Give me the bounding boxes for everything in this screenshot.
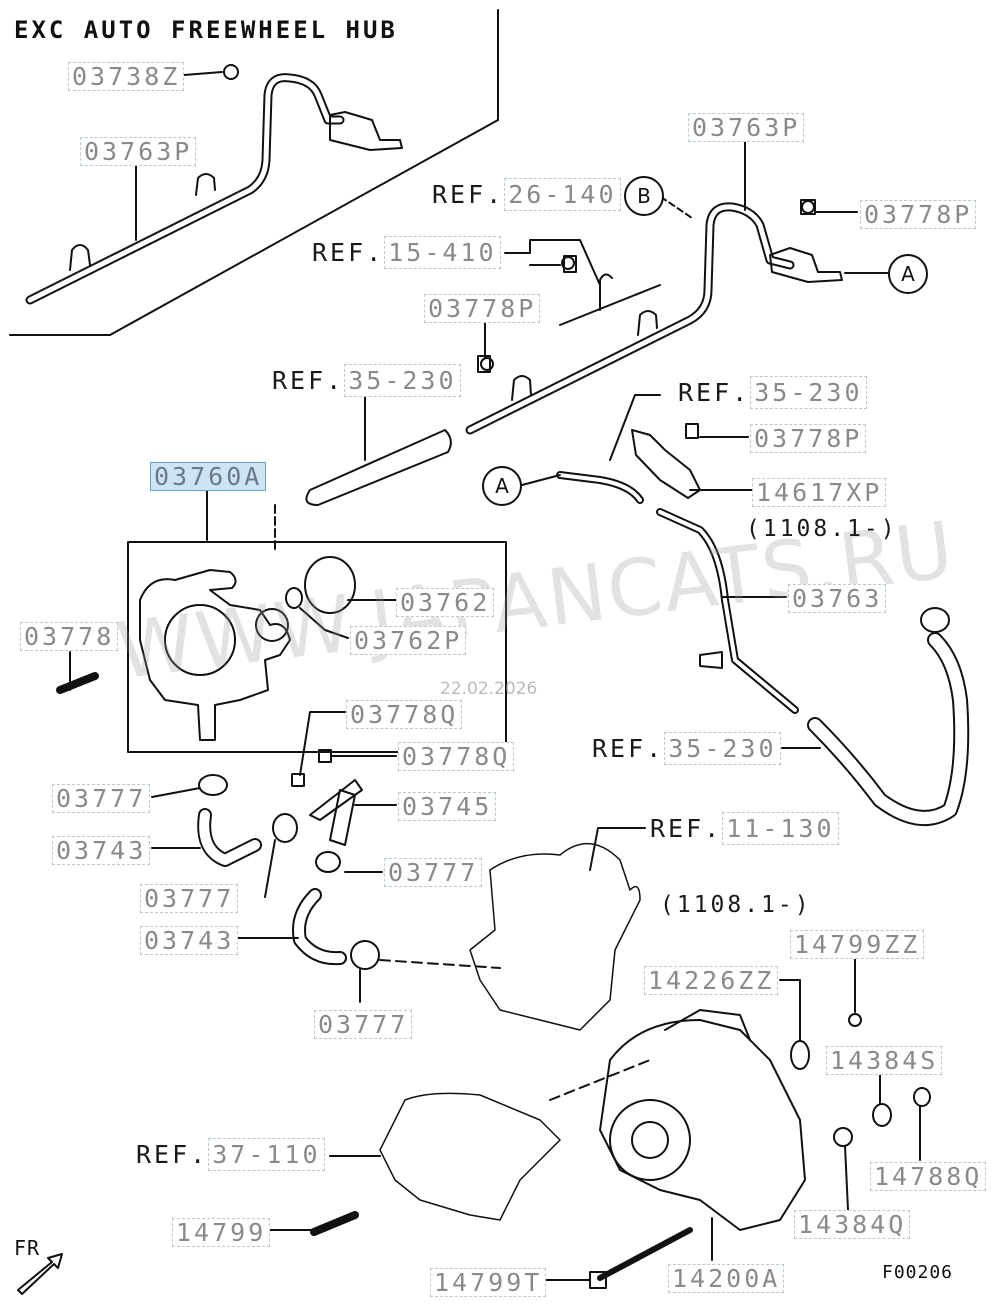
- part-03743-a[interactable]: 03743: [52, 836, 151, 865]
- part-14799[interactable]: 14799: [172, 1218, 271, 1247]
- marker-a-top: A: [888, 254, 928, 294]
- hoses-clamps: [197, 774, 501, 970]
- diagram-code: F00206: [882, 1262, 954, 1283]
- part-03778P-top[interactable]: 03778P: [860, 200, 977, 229]
- ref-number: 11-130: [722, 812, 839, 845]
- part-14384Q[interactable]: 14384Q: [794, 1210, 911, 1239]
- watermark-date: 22.02.2026: [440, 679, 538, 699]
- ref-prefix: REF.: [136, 1140, 209, 1169]
- ref-prefix: REF.: [432, 180, 505, 209]
- part-03778Q-upper[interactable]: 03778Q: [346, 700, 463, 729]
- bolts: [56, 199, 816, 1289]
- part-14799ZZ[interactable]: 14799ZZ: [790, 930, 925, 959]
- ref-37-110[interactable]: REF.37-110: [136, 1138, 325, 1171]
- leader-lines: [69, 71, 921, 1281]
- part-14799T[interactable]: 14799T: [430, 1268, 547, 1297]
- alternator: [599, 1009, 931, 1231]
- ref-number: 37-110: [208, 1138, 325, 1171]
- part-03738Z[interactable]: 03738Z: [68, 62, 185, 91]
- ref-35-230-hose[interactable]: REF.35-230: [272, 364, 461, 397]
- date-range-upper: (1108.1-): [746, 516, 898, 542]
- ref-35-230-pipe[interactable]: REF.35-230: [678, 376, 867, 409]
- main-vacuum-pipe: [465, 200, 843, 435]
- part-03762P[interactable]: 03762P: [350, 626, 467, 655]
- ref-11-130[interactable]: REF.11-130: [650, 812, 839, 845]
- ref-26-140[interactable]: REF.26-140: [432, 178, 621, 211]
- part-03745[interactable]: 03745: [398, 792, 497, 821]
- ref-number: 15-410: [384, 236, 501, 269]
- ref-15-410[interactable]: REF.15-410: [312, 236, 501, 269]
- marker-a-left: A: [482, 466, 522, 506]
- fr-arrow-icon: [17, 1253, 63, 1295]
- ref-number: 26-140: [504, 178, 621, 211]
- part-03760A[interactable]: 03760A: [150, 462, 267, 491]
- inset-vacuum-pipe: [25, 64, 403, 305]
- long-hose: [807, 607, 970, 826]
- inset-note: EXC AUTO FREEWHEEL HUB: [14, 16, 398, 44]
- part-03763P-main[interactable]: 03763P: [688, 113, 805, 142]
- direction-label: FR: [14, 1236, 41, 1260]
- ref-prefix: REF.: [272, 366, 345, 395]
- part-03777-c[interactable]: 03777: [140, 884, 239, 913]
- engine-housing: [469, 842, 641, 1031]
- marker-b: B: [624, 176, 664, 216]
- inset-border: [9, 9, 499, 336]
- ref-prefix: REF.: [312, 238, 385, 267]
- ref-number: 35-230: [750, 376, 867, 409]
- hose-35-230: [305, 429, 452, 506]
- part-14226ZZ[interactable]: 14226ZZ: [644, 966, 779, 995]
- part-03762[interactable]: 03762: [396, 588, 495, 617]
- part-03777-d[interactable]: 03777: [314, 1010, 413, 1039]
- part-03778Q-lower[interactable]: 03778Q: [398, 742, 515, 771]
- part-03777-a[interactable]: 03777: [52, 784, 151, 813]
- ref-number: 35-230: [664, 732, 781, 765]
- ref-number: 35-230: [344, 364, 461, 397]
- part-03763[interactable]: 03763: [788, 584, 887, 613]
- pump-box: [127, 541, 507, 753]
- part-14384S[interactable]: 14384S: [826, 1046, 943, 1075]
- bracket-37-110: [379, 1059, 651, 1221]
- part-14788Q[interactable]: 14788Q: [870, 1162, 987, 1191]
- part-03763P-inset[interactable]: 03763P: [80, 137, 197, 166]
- part-03743-b[interactable]: 03743: [140, 926, 239, 955]
- part-03777-b[interactable]: 03777: [384, 858, 483, 887]
- ref-35-230-long-hose[interactable]: REF.35-230: [592, 732, 781, 765]
- part-03778[interactable]: 03778: [20, 622, 119, 651]
- part-14617XP[interactable]: 14617XP: [752, 478, 887, 507]
- ref-prefix: REF.: [678, 378, 751, 407]
- ref-prefix: REF.: [592, 734, 665, 763]
- part-03778P-right[interactable]: 03778P: [750, 424, 867, 453]
- part-14200A[interactable]: 14200A: [668, 1264, 785, 1293]
- part-03778P-mid[interactable]: 03778P: [424, 294, 541, 323]
- ref-prefix: REF.: [650, 814, 723, 843]
- date-range-lower: (1108.1-): [660, 892, 812, 918]
